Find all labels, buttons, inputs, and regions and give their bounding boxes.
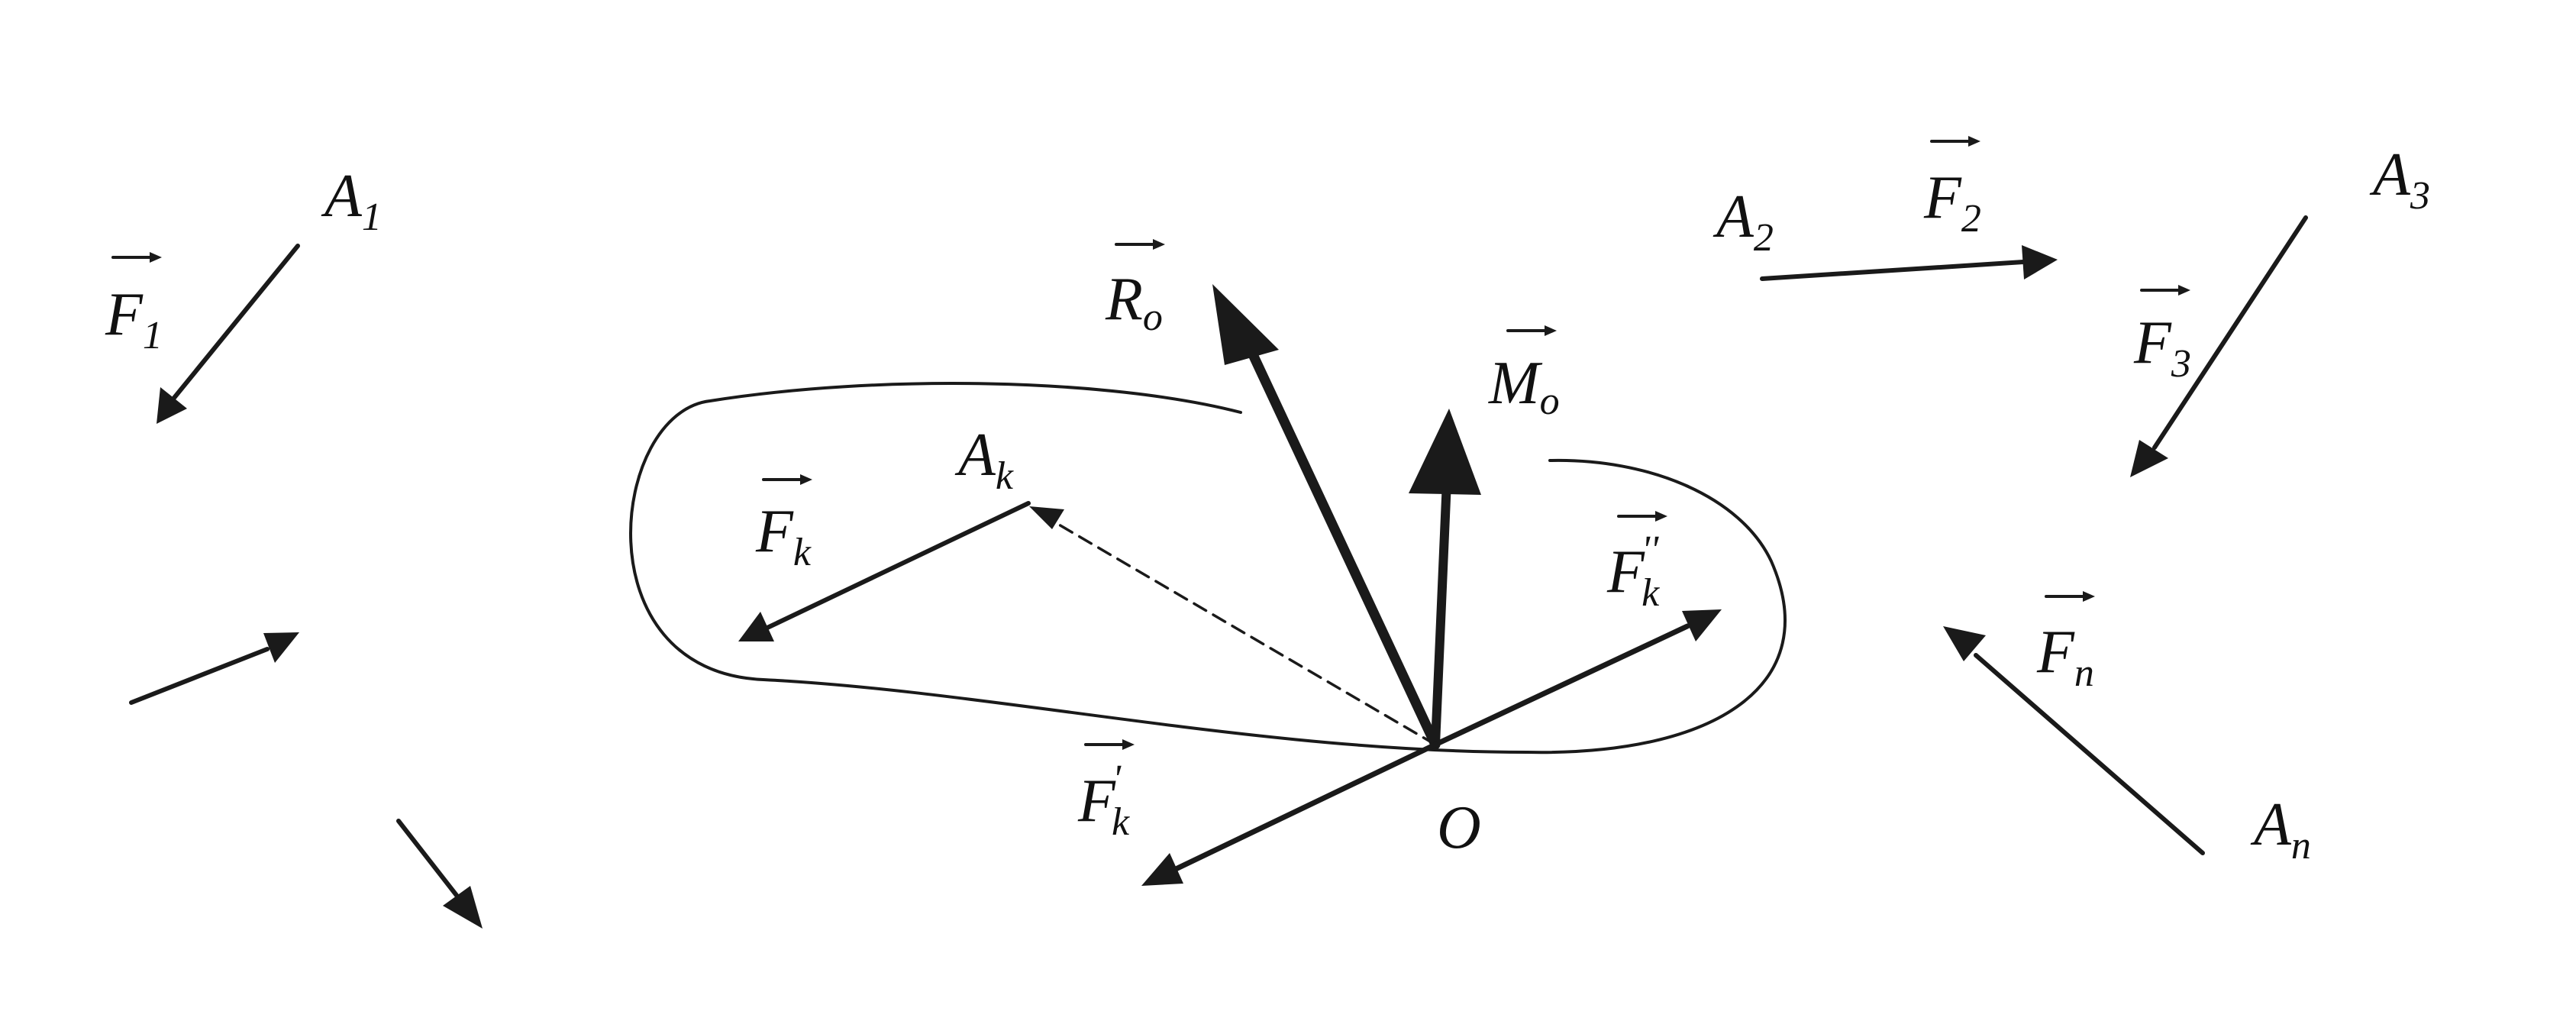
- label-Ro: Ro: [1105, 266, 1163, 339]
- overbar-F1: [111, 252, 162, 263]
- body-outline: [629, 382, 1787, 754]
- force-Fk-double-prime-vector: [1432, 609, 1722, 748]
- force-F2-vector: [1760, 245, 2058, 281]
- overbar-Mo: [1506, 325, 1557, 336]
- force-Fk-vector: [738, 501, 1031, 641]
- overbar-Fk: [762, 474, 812, 485]
- force-unlabeled-vector-lower: [396, 819, 483, 929]
- overbar-F3: [2140, 285, 2190, 296]
- overbar-Fk-double-prime: [1617, 511, 1667, 522]
- label-Fk-double-prime: F''k: [1606, 528, 1660, 615]
- overbar-Ro: [1115, 239, 1165, 250]
- label-Mo: Mo: [1488, 350, 1560, 423]
- label-A2: A2: [1712, 183, 1774, 260]
- force-F3-vector: [2130, 215, 2308, 477]
- vector-overbars: [111, 136, 2190, 750]
- label-F1: F1: [105, 281, 163, 357]
- force-unlabeled-vector-left: [129, 632, 299, 705]
- label-A3: A3: [2369, 141, 2430, 218]
- label-Fk-prime: F'k: [1077, 758, 1130, 844]
- overbar-Fn: [2045, 591, 2095, 602]
- label-An: An: [2250, 791, 2311, 868]
- label-O: O: [1437, 794, 1481, 861]
- label-Fk: Fk: [755, 498, 812, 574]
- overbar-F2: [1930, 136, 1980, 147]
- label-F2: F2: [1923, 164, 1981, 241]
- resultant-Ro-vector: [1212, 284, 1441, 750]
- moment-Mo-vector: [1409, 409, 1481, 749]
- label-Ak: Ak: [954, 422, 1014, 498]
- position-vector-O-Ak: [1029, 506, 1437, 746]
- force-Fk-prime-vector: [1141, 742, 1438, 886]
- label-F3: F3: [2133, 309, 2191, 386]
- label-Fn: Fn: [2036, 619, 2094, 695]
- label-A1: A1: [321, 163, 382, 239]
- overbar-Fk-prime: [1084, 739, 1135, 750]
- force-F1-vector: [157, 244, 300, 424]
- force-Fn-vector: [1943, 626, 2205, 855]
